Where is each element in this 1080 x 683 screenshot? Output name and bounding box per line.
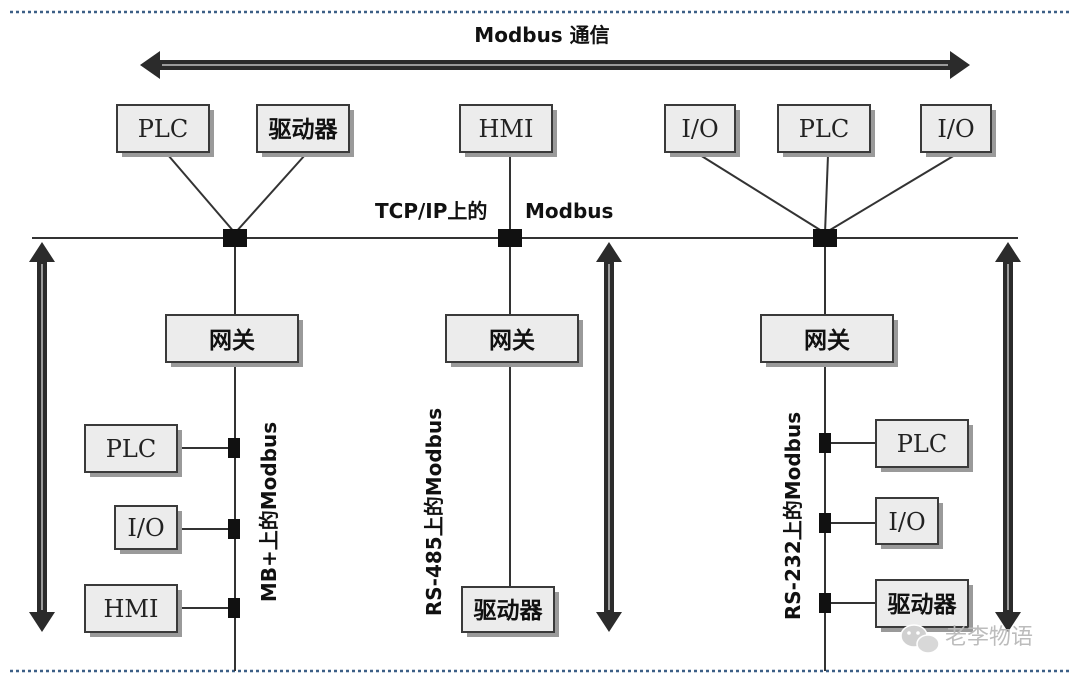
junction-node-left xyxy=(223,229,247,247)
device-box-driver-right-branch: 驱动器 xyxy=(875,579,973,632)
tcp-label-left: TCP/IP上的 xyxy=(375,199,487,223)
svg-text:驱动器: 驱动器 xyxy=(474,598,544,624)
watermark: 老李物语 xyxy=(900,624,1033,654)
device-box-plc-left-branch: PLC xyxy=(84,424,182,477)
device-box-driver-center-branch: 驱动器 xyxy=(461,586,559,637)
svg-text:I/O: I/O xyxy=(888,508,925,536)
label-rs232-modbus: RS-232上的Modbus xyxy=(781,412,805,620)
tcp-label-right: Modbus xyxy=(525,199,613,223)
right-vertical-arrow xyxy=(995,242,1021,632)
watermark-text: 老李物语 xyxy=(945,625,1033,650)
svg-text:HMI: HMI xyxy=(479,115,534,143)
tap-node-right-driver xyxy=(819,593,831,613)
svg-text:PLC: PLC xyxy=(897,430,947,458)
svg-text:I/O: I/O xyxy=(127,514,164,542)
svg-text:HMI: HMI xyxy=(104,595,159,623)
wechat-icon xyxy=(900,624,940,654)
device-box-plc-right-branch: PLC xyxy=(875,419,973,472)
junction-node-center xyxy=(498,229,522,247)
junction-node-right xyxy=(813,229,837,247)
svg-text:驱动器: 驱动器 xyxy=(888,592,958,618)
svg-text:I/O: I/O xyxy=(681,115,718,143)
gateway-box-right: 网关 xyxy=(760,314,898,367)
link-top-plc-right xyxy=(824,154,829,234)
tap-node-left-hmi xyxy=(228,598,240,618)
device-box-plc-top-left: PLC xyxy=(116,104,214,157)
device-box-hmi-top: HMI xyxy=(459,104,557,157)
svg-text:网关: 网关 xyxy=(489,327,535,354)
label-mb-plus-modbus: MB+上的Modbus xyxy=(257,422,281,602)
device-box-io-top-1: I/O xyxy=(664,104,740,157)
device-box-io-right-branch: I/O xyxy=(875,497,943,549)
tap-node-left-plc xyxy=(228,438,240,458)
svg-text:PLC: PLC xyxy=(799,115,849,143)
svg-text:网关: 网关 xyxy=(804,327,850,354)
device-box-io-top-2: I/O xyxy=(920,104,996,157)
tap-node-right-plc xyxy=(819,433,831,453)
label-rs485-modbus: RS-485上的Modbus xyxy=(422,408,446,616)
tap-node-left-io xyxy=(228,519,240,539)
svg-text:网关: 网关 xyxy=(209,327,255,354)
link-top-io-1 xyxy=(699,154,826,234)
device-box-io-left-branch: I/O xyxy=(114,505,182,554)
device-box-plc-top-right: PLC xyxy=(777,104,875,157)
left-vertical-arrow xyxy=(29,242,55,632)
center-vertical-arrow xyxy=(596,242,622,632)
gateway-box-center: 网关 xyxy=(445,314,583,367)
gateway-box-left: 网关 xyxy=(165,314,303,367)
tap-node-right-io xyxy=(819,513,831,533)
link-top-driver-left xyxy=(234,154,306,234)
svg-text:PLC: PLC xyxy=(106,435,156,463)
svg-text:I/O: I/O xyxy=(937,115,974,143)
link-top-plc-left xyxy=(167,154,236,234)
device-box-driver-top-left: 驱动器 xyxy=(256,104,354,157)
svg-text:PLC: PLC xyxy=(138,115,188,143)
device-box-hmi-left-branch: HMI xyxy=(84,584,182,637)
modbus-scope-arrow xyxy=(140,51,970,79)
svg-text:驱动器: 驱动器 xyxy=(269,117,339,143)
link-top-io-2 xyxy=(824,154,956,234)
diagram-title: Modbus 通信 xyxy=(474,23,609,47)
